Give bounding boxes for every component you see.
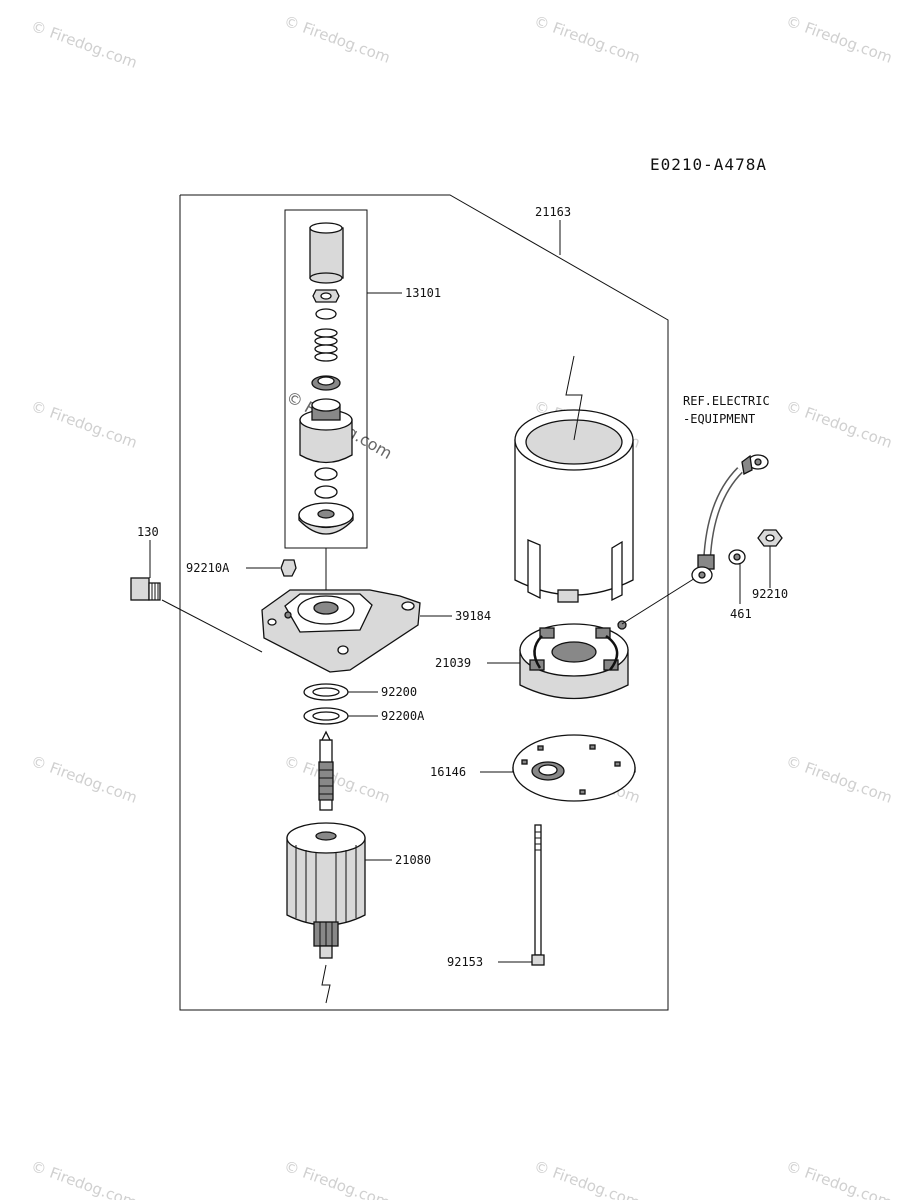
pinion-gear — [299, 398, 353, 464]
armature-axis-line — [321, 964, 331, 1004]
watermark: © Firedog.com — [29, 397, 140, 452]
watermark: © Firedog.com — [29, 17, 140, 72]
washer — [314, 485, 338, 499]
part-label-16146: 16146 — [430, 765, 466, 779]
part-label-21039: 21039 — [435, 656, 471, 670]
watermark: © Firedog.com — [532, 1157, 643, 1200]
ref-note-line-2: -EQUIPMENT — [683, 412, 755, 426]
yoke-housing — [514, 409, 634, 603]
part-label-92210a: 92210A — [186, 561, 230, 575]
diagram-code: E0210-A478A — [650, 155, 767, 174]
part-label-92153: 92153 — [447, 955, 483, 969]
watermark: © Firedog.com — [282, 752, 393, 807]
dish-plate — [298, 502, 354, 535]
stop-collar — [309, 222, 344, 284]
watermark: © Firedog.com — [784, 397, 895, 452]
bolt-axis-line — [161, 599, 263, 653]
washer-92200 — [303, 683, 349, 701]
bolt-130 — [130, 577, 161, 601]
small-nut — [312, 289, 340, 303]
watermark: © Firedog.com — [29, 1157, 140, 1200]
washer-461 — [728, 549, 746, 565]
washer — [315, 308, 337, 320]
watermark: © Firedog.com — [282, 12, 393, 67]
part-label-13101: 13101 — [405, 286, 441, 300]
washer — [314, 467, 338, 481]
watermark: © Firedog.com — [29, 752, 140, 807]
watermark: © Firedog.com — [282, 1157, 393, 1200]
part-label-92200a: 92200A — [381, 709, 425, 723]
assembly-outline — [179, 194, 669, 1011]
bearing-ring — [311, 375, 341, 391]
part-label-21080: 21080 — [395, 853, 431, 867]
armature — [286, 730, 366, 959]
part-label-130: 130 — [137, 525, 159, 539]
part-label-39184: 39184 — [455, 609, 491, 623]
watermark: © Firedog.com — [532, 12, 643, 67]
terminal-axis-line — [621, 574, 701, 625]
brush-holder — [519, 620, 629, 700]
yoke-axis-line — [565, 355, 583, 441]
part-label-92210: 92210 — [752, 587, 788, 601]
ref-note-line-1: REF.ELECTRIC — [683, 394, 770, 408]
watermarks: © Firedog.com © Firedog.com © Firedog.co… — [29, 12, 895, 1200]
part-label-92200: 92200 — [381, 685, 417, 699]
cable-lead — [691, 454, 769, 584]
end-plate — [512, 734, 636, 802]
part-label-21163: 21163 — [535, 205, 571, 219]
watermark: © Firedog.com — [784, 12, 895, 67]
watermark: © Firedog.com — [784, 1157, 895, 1200]
washer-92200a — [303, 707, 349, 725]
nut-92210 — [757, 529, 783, 547]
through-bolt — [531, 824, 545, 966]
part-label-461: 461 — [730, 607, 752, 621]
bracket — [261, 589, 421, 673]
nut-92210a — [280, 559, 297, 577]
spring — [314, 328, 338, 362]
watermark: © Firedog.com — [784, 752, 895, 807]
